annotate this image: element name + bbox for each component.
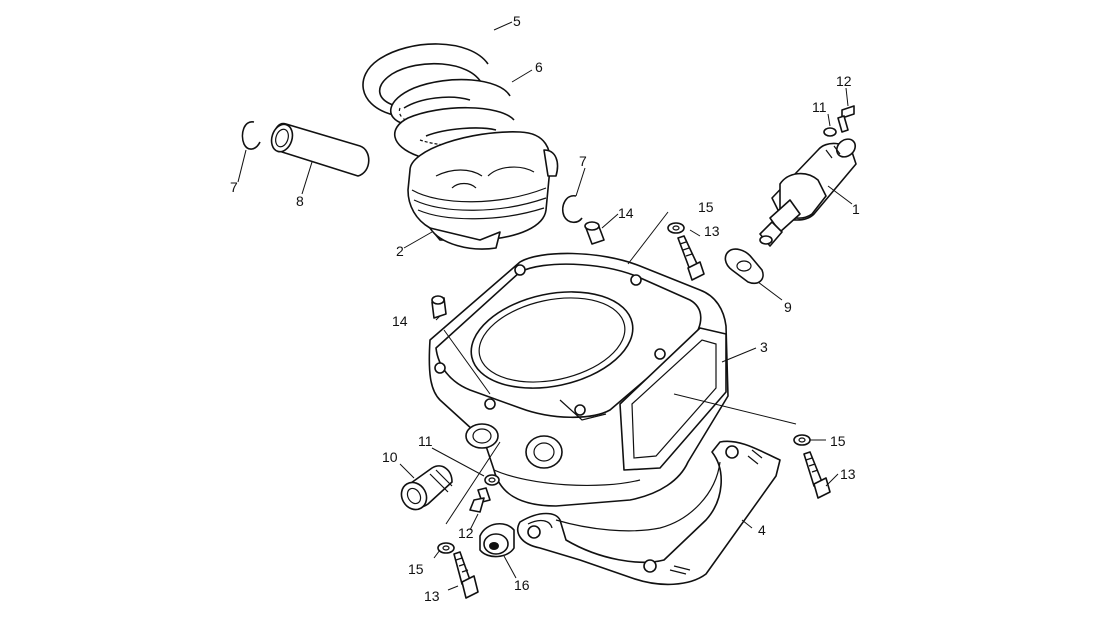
callout-3: 3 — [760, 339, 768, 355]
leader-lines — [237, 21, 853, 591]
callout-1: 1 — [852, 201, 860, 217]
callout-15-lower: 15 — [408, 561, 424, 577]
cylinder-block — [428, 252, 729, 507]
callout-15-upper: 15 — [698, 199, 714, 215]
stud-13-right — [803, 451, 831, 499]
callout-12-lower: 12 — [458, 525, 474, 541]
callout-2: 2 — [396, 243, 404, 259]
callout-13-upper: 13 — [704, 223, 720, 239]
callout-6: 6 — [535, 59, 543, 75]
callout-11-top: 11 — [812, 99, 827, 115]
callout-16: 16 — [514, 577, 530, 593]
plug-16 — [479, 523, 515, 558]
callout-4: 4 — [758, 522, 766, 538]
callout-12-top: 12 — [836, 73, 852, 89]
callout-11-lower: 11 — [418, 433, 433, 449]
base-gasket — [516, 440, 781, 586]
callout-9: 9 — [784, 299, 792, 315]
dowel-pin-left — [431, 295, 447, 319]
piston — [407, 131, 559, 250]
callout-14-left: 14 — [392, 313, 408, 329]
bolt-12-top — [837, 105, 855, 133]
callout-7-right: 7 — [579, 153, 587, 169]
circlip-left — [241, 121, 261, 150]
callout-labels: 5 6 7 7 8 2 14 14 15 13 12 11 1 9 3 15 1… — [230, 13, 860, 604]
washer-11-lower — [484, 474, 500, 486]
callout-13-lower: 13 — [424, 588, 440, 604]
callout-14-upper: 14 — [618, 205, 634, 221]
callout-8: 8 — [296, 193, 304, 209]
dowel-pin-upper — [584, 221, 605, 245]
water-fitting — [400, 465, 453, 511]
washer-15-upper — [667, 222, 685, 234]
piston-pin — [270, 123, 370, 177]
callout-10: 10 — [382, 449, 398, 465]
washer-11-top — [823, 127, 837, 137]
washer-15-lower — [437, 542, 455, 554]
callout-13-right: 13 — [840, 466, 856, 482]
callout-7-left: 7 — [230, 179, 238, 195]
bolt-12-lower — [469, 487, 491, 513]
stud-13-upper — [677, 235, 705, 281]
callout-5: 5 — [513, 13, 521, 29]
washer-15-right — [793, 434, 811, 446]
callout-15-right: 15 — [830, 433, 846, 449]
circlip-right — [561, 195, 583, 224]
tensioner-gasket — [724, 248, 764, 285]
cam-chain-tensioner — [759, 138, 857, 247]
stud-13-lower — [453, 551, 479, 599]
